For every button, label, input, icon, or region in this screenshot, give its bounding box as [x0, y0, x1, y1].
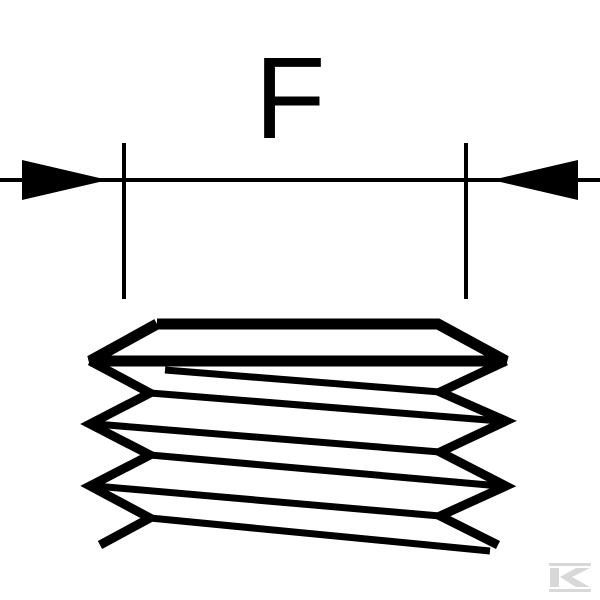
thread-top: [87, 318, 509, 367]
thread-helix-lines: [94, 366, 501, 555]
dimension-line: [0, 143, 600, 299]
arrow-right-icon: [22, 160, 108, 200]
thread-left-profile: [80, 357, 160, 549]
arrow-left-icon: [492, 160, 578, 200]
thread-right-profile: [429, 356, 517, 550]
watermark-logo: [549, 563, 591, 592]
thread: [80, 318, 517, 555]
dimension-label: F: [254, 33, 326, 163]
